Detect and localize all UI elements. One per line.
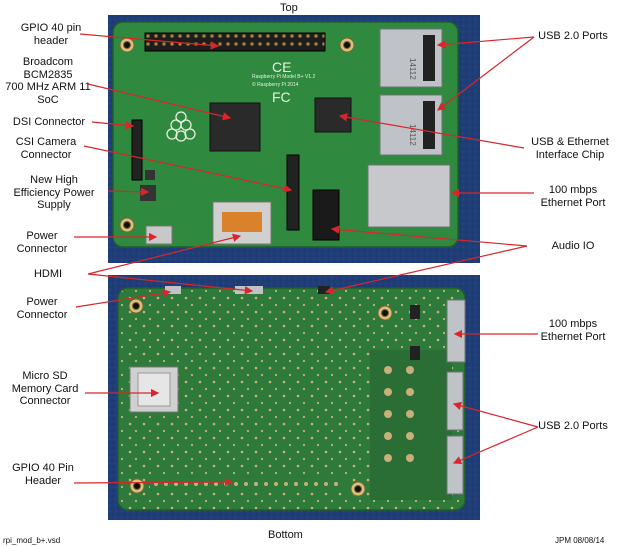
- label-gpio-header-bottom: GPIO 40 Pin Header: [12, 462, 74, 487]
- mounting-hole-icons: [119, 37, 355, 233]
- ethernet-port-bottom: [446, 299, 466, 363]
- arrow-csi: [83, 145, 293, 193]
- arrow-usb-eth-chip: [338, 113, 525, 149]
- micro-sd-card: [137, 372, 171, 407]
- arrow-usb-top-1: [436, 36, 535, 49]
- audio-edge: [318, 286, 330, 294]
- power-ic: [145, 170, 155, 180]
- arrow-hdmi-bottom: [87, 273, 254, 295]
- bottom-component-b: [410, 346, 420, 360]
- arrow-usb-bottom-2: [452, 426, 539, 465]
- label-power-top: Power Connector: [16, 230, 68, 255]
- arrow-hdmi-top: [87, 233, 242, 275]
- micro-usb-power-connector: [145, 225, 173, 245]
- hdmi-socket-inner: [222, 212, 262, 232]
- usb-ethernet-solder-area: [370, 350, 452, 500]
- raspberry-logo-icon: [166, 111, 196, 142]
- arrow-audio-top: [330, 225, 528, 247]
- label-dsi: DSI Connector: [12, 116, 86, 128]
- label-audio: Audio IO: [551, 240, 595, 252]
- soc-chip: [209, 102, 261, 152]
- ce-mark: CE: [272, 59, 291, 75]
- usb-port-code-lower: 14112: [408, 124, 417, 146]
- label-power-supply: New High Efficiency Power Supply: [13, 174, 95, 211]
- bottom-component-a: [410, 305, 420, 319]
- usb-port-bottom-upper: [446, 371, 464, 431]
- fcc-mark: FC: [272, 89, 291, 105]
- arrow-dsi: [91, 121, 135, 130]
- footer-file-name: rpi_mod_b+.vsd: [3, 536, 61, 545]
- label-usb-bottom: USB 2.0 Ports: [538, 420, 608, 432]
- power-inductor: [140, 185, 156, 201]
- label-hdmi: HDMI: [33, 268, 63, 280]
- silk-model-text: Raspberry Pi Model B+ V1.2: [252, 74, 315, 80]
- label-ethernet-bottom: 100 mbps Ethernet Port: [540, 318, 606, 343]
- arrow-power-supply: [107, 187, 150, 197]
- label-soc: Broadcom BCM2835 700 MHz ARM 11 SoC: [5, 56, 91, 106]
- bottom-photo: [108, 275, 480, 520]
- power-connector-edge: [165, 286, 181, 294]
- gpio-pin-pads-bottom: [150, 478, 350, 490]
- silk-copyright-text: © Raspberry Pi 2014: [252, 81, 299, 88]
- arrow-power-bottom: [75, 288, 172, 308]
- ethernet-port-top: [367, 164, 451, 228]
- label-micro-sd: Micro SD Memory Card Connector: [11, 370, 79, 407]
- gpio-header-top: [144, 32, 326, 52]
- callout-arrows: [73, 33, 539, 487]
- arrow-usb-top-2: [437, 36, 535, 111]
- arrow-audio-bottom: [324, 245, 528, 295]
- audio-jack: [312, 189, 340, 241]
- heading-bottom: Bottom: [268, 529, 303, 541]
- label-ethernet-top: 100 mbps Ethernet Port: [540, 184, 606, 209]
- label-power-bottom: Power Connector: [16, 296, 68, 321]
- label-usb-eth-chip: USB & Ethernet Interface Chip: [531, 136, 609, 161]
- csi-connector: [286, 154, 300, 231]
- arrow-soc: [87, 83, 232, 121]
- arrow-gpio-bottom: [73, 477, 234, 487]
- heading-top: Top: [280, 2, 298, 14]
- dsi-connector: [131, 119, 143, 181]
- arrow-usb-bottom-1: [452, 401, 539, 428]
- arrow-gpio-top: [79, 33, 220, 50]
- usb-port-bottom-lower: [446, 435, 464, 495]
- top-photo: Raspberry Pi Model B+ V1.2 © Raspberry P…: [108, 15, 480, 263]
- label-usb-top: USB 2.0 Ports: [538, 30, 608, 42]
- usb-ethernet-chip: [314, 97, 352, 133]
- solder-joint-icons: [384, 366, 414, 462]
- label-csi: CSI Camera Connector: [15, 136, 77, 161]
- label-gpio-header-top: GPIO 40 pin header: [20, 22, 82, 47]
- footer-author-date: JPM 08/08/14: [555, 536, 605, 545]
- usb-port-code-upper: 14112: [408, 58, 417, 80]
